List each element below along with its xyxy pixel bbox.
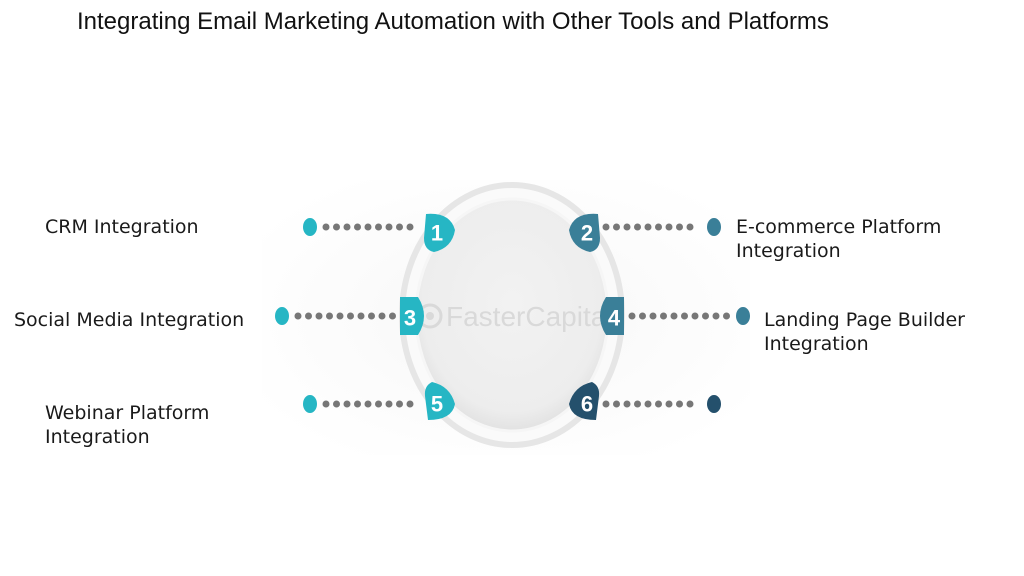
- marker-3: 3: [400, 297, 424, 335]
- marker-6: 6: [569, 382, 600, 420]
- endpoint-dot-2: [707, 218, 721, 236]
- label-webinar-platform-integration: Webinar Platform Integration: [45, 402, 210, 448]
- marker-number-6: 6: [581, 392, 593, 417]
- marker-2: 2: [569, 213, 600, 252]
- endpoint-dot-5: [303, 395, 317, 413]
- label-landing-page-builder-integration: Landing Page Builder Integration: [764, 309, 965, 355]
- marker-1: 1: [424, 213, 455, 252]
- marker-4: 4: [600, 297, 624, 335]
- endpoint-dot-3: [275, 307, 289, 325]
- marker-number-1: 1: [431, 221, 443, 246]
- marker-5: 5: [424, 382, 455, 420]
- watermark-logo: FasterCapital: [417, 301, 613, 332]
- marker-number-5: 5: [431, 392, 443, 417]
- watermark-text: FasterCapital: [446, 301, 613, 332]
- label-social-media-integration: Social Media Integration: [14, 309, 245, 331]
- marker-number-2: 2: [581, 221, 593, 246]
- page-title: Integrating Email Marketing Automation w…: [77, 8, 829, 35]
- endpoint-dot-4: [736, 307, 750, 325]
- label-crm-integration: CRM Integration: [45, 216, 199, 238]
- marker-number-3: 3: [404, 306, 416, 331]
- endpoint-dot-1: [303, 218, 317, 236]
- endpoint-dot-6: [707, 395, 721, 413]
- marker-number-4: 4: [608, 306, 621, 331]
- label-ecommerce-platform-integration: E-commerce Platform Integration: [736, 216, 942, 262]
